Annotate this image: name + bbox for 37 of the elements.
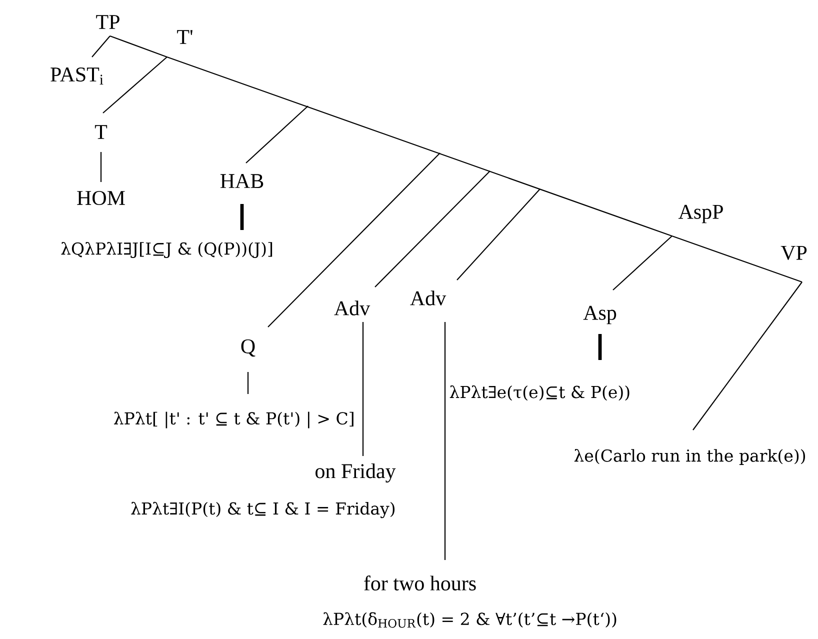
category-label: AspP bbox=[678, 204, 723, 224]
category-label: T' bbox=[177, 30, 192, 44]
category-label: PAST$_{i}$ bbox=[50, 67, 104, 84]
semantic-formula: λPλt∃I(P(t) & t⊆ I & I = Friday) bbox=[131, 502, 394, 518]
category-label: Adv bbox=[410, 290, 446, 306]
category-label: HAB bbox=[220, 174, 264, 188]
tree-branch bbox=[240, 204, 244, 230]
semantic-formula: λe(Carlo run in the park(e)) bbox=[574, 448, 805, 466]
category-label: Asp bbox=[583, 306, 616, 324]
tree-branch bbox=[612, 236, 672, 290]
tree-branch bbox=[598, 334, 602, 360]
tree-branch bbox=[444, 322, 446, 560]
tree-branch bbox=[246, 106, 308, 164]
tree-branch bbox=[110, 35, 168, 58]
tree-branch bbox=[268, 152, 440, 328]
tree-branch bbox=[456, 188, 540, 280]
category-label: Q bbox=[241, 339, 256, 357]
tree-branch bbox=[692, 282, 802, 430]
tree-branch bbox=[92, 36, 110, 58]
category-label: TP bbox=[96, 15, 120, 29]
tree-branch bbox=[166, 56, 672, 237]
semantic-formula: λQλPλI∃J[I⊆J & (Q(P))(J)] bbox=[61, 242, 272, 258]
tree-branch bbox=[100, 152, 102, 182]
tree-branch bbox=[362, 322, 364, 456]
tree-branch bbox=[102, 56, 168, 114]
semantic-formula: λPλt[ |t' : t' ⊆ t & P(t') | > C] bbox=[114, 412, 354, 428]
tree-branch bbox=[247, 372, 249, 394]
semantic-formula: λPλt∃e(τ(e)⊆t & P(e)) bbox=[450, 385, 630, 401]
category-label: VP bbox=[780, 246, 807, 260]
category-label: Adv bbox=[334, 300, 370, 316]
word-label: on Friday bbox=[316, 463, 396, 483]
tree-branch bbox=[672, 235, 802, 283]
semantic-formula: λPλt(δ$_{HOUR}$(t) = 2 & ∀t’(t’⊆t →P(t‘)) bbox=[323, 612, 616, 628]
category-label: T bbox=[94, 125, 108, 139]
category-label: HOM bbox=[77, 190, 125, 206]
tree-branch bbox=[374, 170, 490, 288]
word-label: for two hours bbox=[364, 576, 476, 590]
